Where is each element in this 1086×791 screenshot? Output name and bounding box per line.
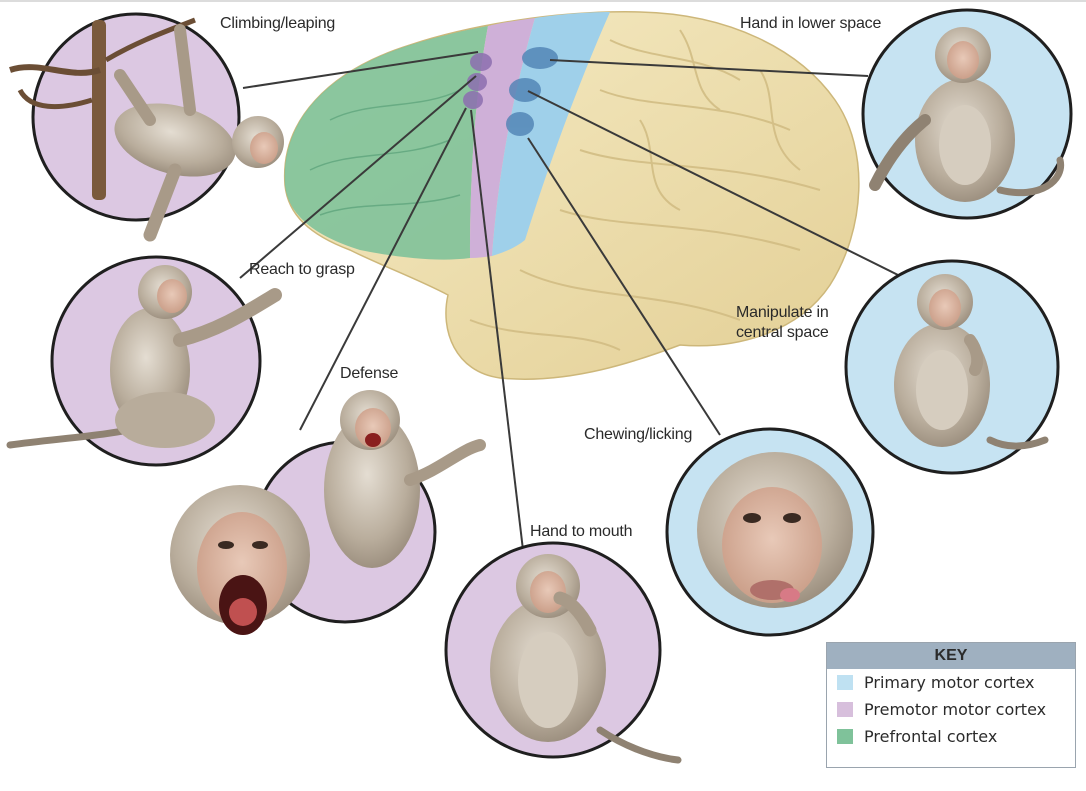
legend-label-primary: Primary motor cortex	[864, 673, 1034, 692]
label-manipulate-line1: Manipulate in	[736, 303, 829, 323]
label-reach: Reach to grasp	[249, 260, 355, 280]
swatch-premotor	[837, 702, 853, 717]
swatch-prefrontal	[837, 729, 853, 744]
legend-title: KEY	[827, 643, 1075, 669]
label-hand-lower: Hand in lower space	[740, 14, 881, 34]
legend-item-prefrontal: Prefrontal cortex	[827, 723, 1075, 750]
legend-item-primary: Primary motor cortex	[827, 669, 1075, 696]
prefrontal-region	[285, 26, 488, 260]
legend-label-prefrontal: Prefrontal cortex	[864, 727, 997, 746]
chewing-monkey-illustration	[697, 452, 853, 608]
label-defense: Defense	[340, 364, 398, 384]
label-manipulate: Manipulate in central space	[736, 303, 829, 343]
label-chewing: Chewing/licking	[584, 425, 692, 445]
label-manipulate-line2: central space	[736, 323, 829, 343]
label-hand-mouth: Hand to mouth	[530, 522, 632, 542]
label-climbing: Climbing/leaping	[220, 14, 335, 34]
legend-item-premotor: Premotor motor cortex	[827, 696, 1075, 723]
legend: KEY Primary motor cortex Premotor motor …	[826, 642, 1076, 768]
legend-label-premotor: Premotor motor cortex	[864, 700, 1046, 719]
swatch-primary	[837, 675, 853, 690]
